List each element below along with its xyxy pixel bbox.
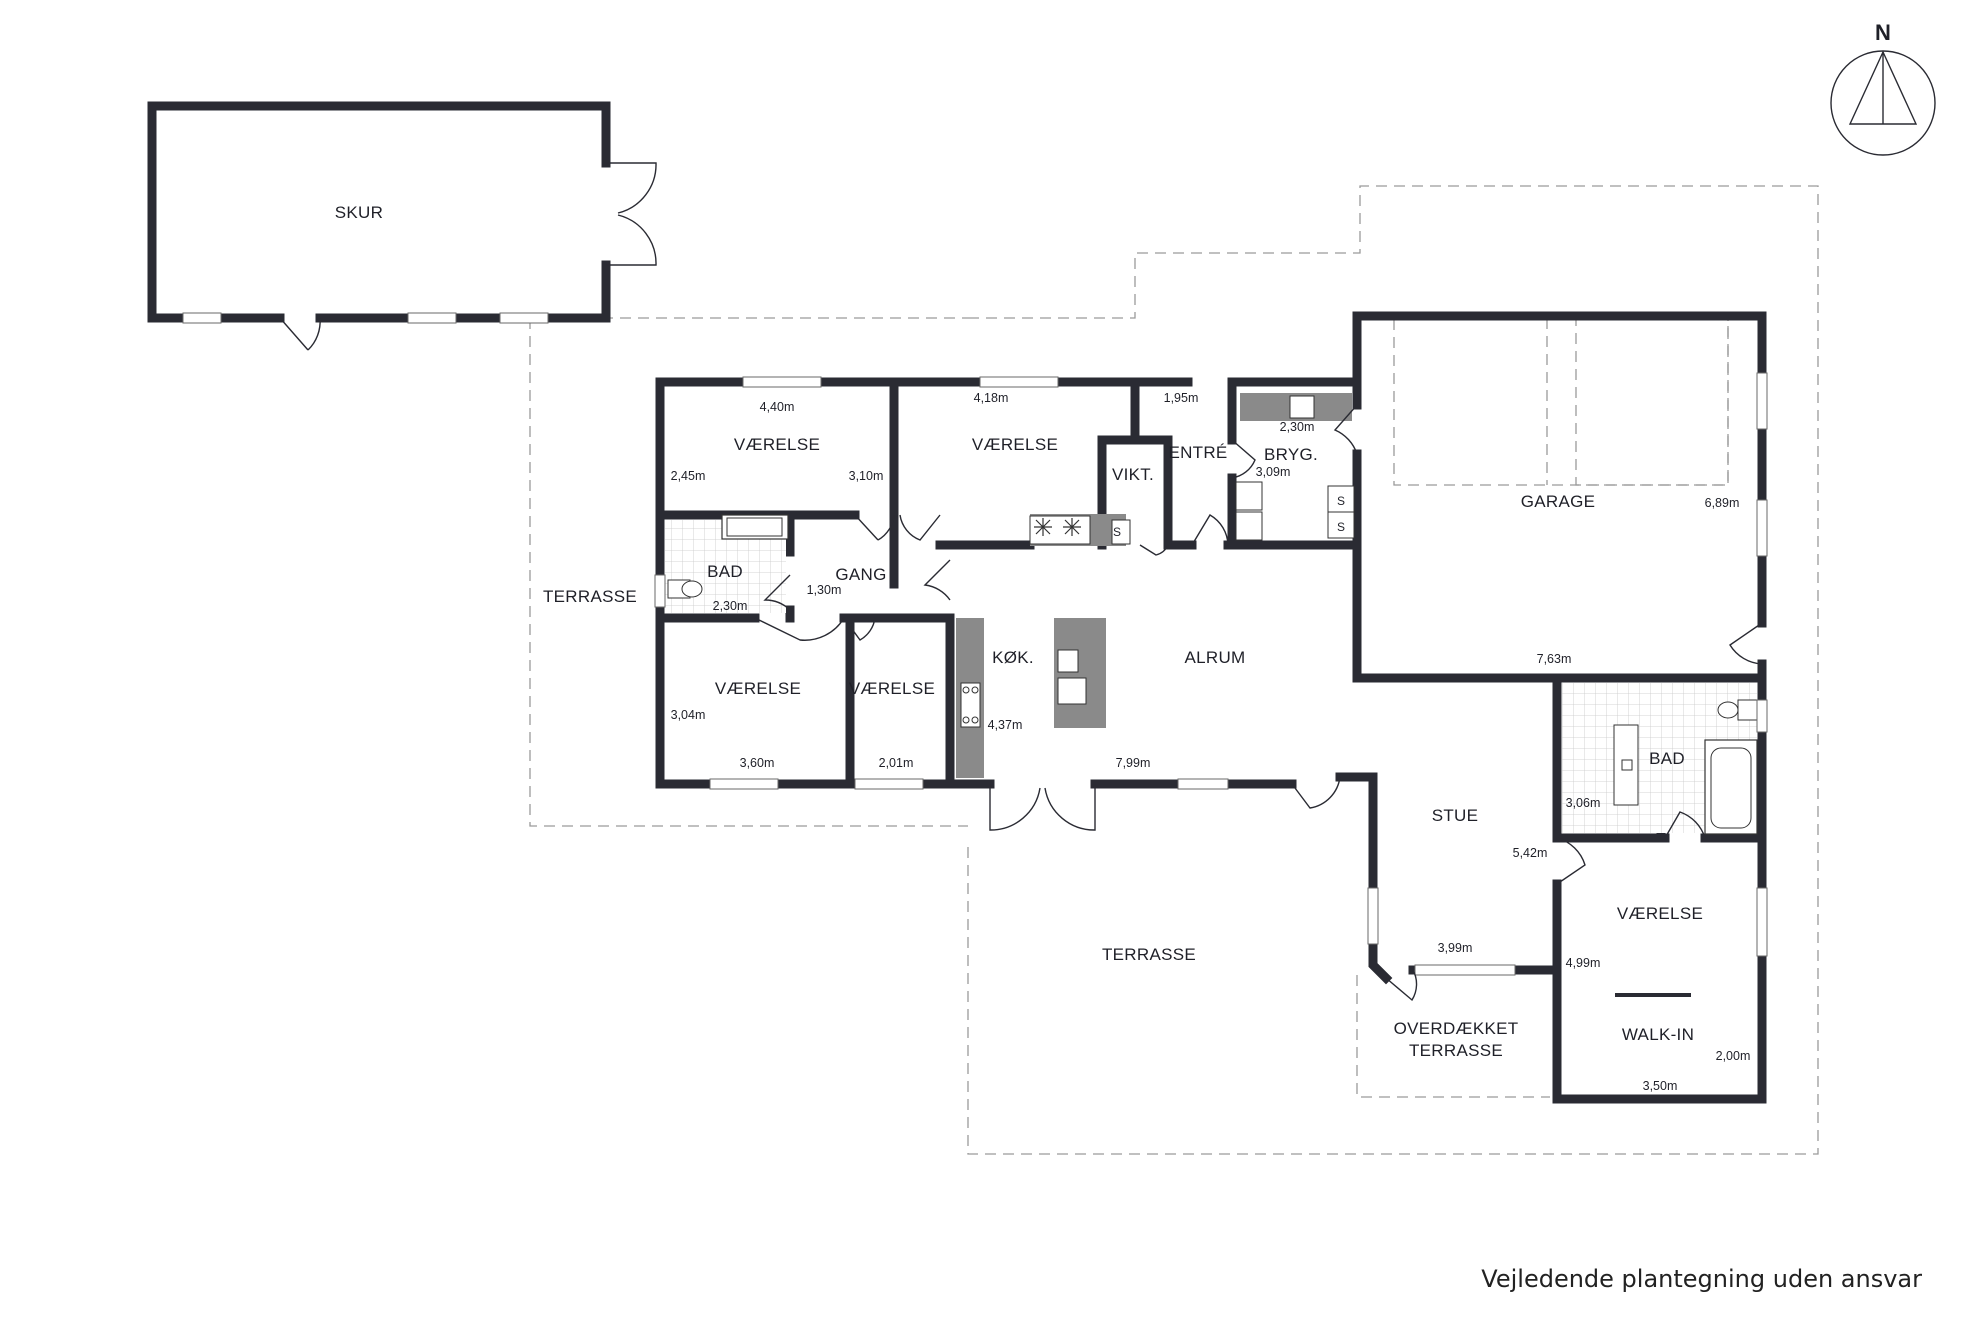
room-label-gang: GANG bbox=[835, 565, 886, 584]
compass-north-label: N bbox=[1875, 20, 1891, 45]
shed-windows bbox=[182, 312, 549, 324]
dimension-label: 3,06m bbox=[1566, 796, 1601, 810]
room-label-terrasse-south: TERRASSE bbox=[1102, 945, 1196, 964]
utility-fixtures bbox=[1235, 481, 1355, 541]
room-label-alrum: ALRUM bbox=[1184, 648, 1245, 667]
room-label-bad-east: BAD bbox=[1649, 749, 1685, 768]
bathroom-west bbox=[665, 514, 789, 613]
fixture-label: S bbox=[1337, 520, 1345, 534]
room-label-stue: STUE bbox=[1432, 806, 1479, 825]
room-labels: SKUR TERRASSE VÆRELSE VÆRELSE VIKT. ENTR… bbox=[335, 203, 1703, 1060]
room-label-bad-west: BAD bbox=[707, 562, 743, 581]
dashed-outlines bbox=[529, 185, 1819, 1155]
room-label-kok: KØK. bbox=[992, 648, 1034, 667]
dimension-label: 3,04m bbox=[671, 708, 706, 722]
shed bbox=[147, 101, 657, 351]
kitchen-fixtures bbox=[960, 395, 1315, 728]
room-label-walkin: WALK-IN bbox=[1622, 1025, 1694, 1044]
dimension-labels: 4,40m 4,18m 1,95m 2,30m 3,09m 2,45m 3,10… bbox=[671, 391, 1751, 1093]
dimension-label: 7,99m bbox=[1116, 756, 1151, 770]
dimension-label: 1,95m bbox=[1164, 391, 1199, 405]
room-label-vaerelse-sw: VÆRELSE bbox=[715, 679, 801, 698]
fixture-labels: S S S bbox=[1113, 494, 1345, 539]
walkin-rod bbox=[1615, 993, 1691, 997]
room-label-bryg: BRYG. bbox=[1264, 445, 1318, 464]
room-label-entre: ENTRÉ bbox=[1168, 443, 1227, 462]
dimension-label: 2,01m bbox=[879, 756, 914, 770]
dimension-label: 4,18m bbox=[974, 391, 1009, 405]
door-swings bbox=[754, 404, 1763, 1002]
room-label-overdaekket-terrasse: TERRASSE bbox=[1409, 1041, 1503, 1060]
dimension-label: 2,45m bbox=[671, 469, 706, 483]
dimension-label: 2,30m bbox=[713, 599, 748, 613]
dimension-label: 3,09m bbox=[1256, 465, 1291, 479]
room-label-vaerelse-east: VÆRELSE bbox=[1617, 904, 1703, 923]
dimension-label: 4,37m bbox=[988, 718, 1023, 732]
compass-icon bbox=[1830, 50, 1936, 156]
snowflake-icons bbox=[1034, 518, 1081, 536]
house-walls bbox=[655, 311, 1767, 1104]
fixture-label: S bbox=[1337, 494, 1345, 508]
dimension-label: 6,89m bbox=[1705, 496, 1740, 510]
room-label-vaerelse-n: VÆRELSE bbox=[972, 435, 1058, 454]
dimension-label: 3,99m bbox=[1438, 941, 1473, 955]
room-label-terrasse-west: TERRASSE bbox=[543, 587, 637, 606]
bathroom-east bbox=[1562, 683, 1761, 835]
dimension-label: 4,99m bbox=[1566, 956, 1601, 970]
room-label-garage: GARAGE bbox=[1521, 492, 1596, 511]
fixture-label: S bbox=[1113, 525, 1121, 539]
room-label-vikt: VIKT. bbox=[1112, 465, 1154, 484]
room-label-vaerelse-nw: VÆRELSE bbox=[734, 435, 820, 454]
room-label-skur: SKUR bbox=[335, 203, 383, 222]
dimension-label: 1,30m bbox=[807, 583, 842, 597]
dimension-label: 7,63m bbox=[1537, 652, 1572, 666]
room-label-vaerelse-s: VÆRELSE bbox=[849, 679, 935, 698]
disclaimer-text: Vejledende plantegning uden ansvar bbox=[1481, 1265, 1922, 1293]
dimension-label: 3,60m bbox=[740, 756, 775, 770]
house-windows bbox=[654, 372, 1768, 976]
dimension-label: 3,50m bbox=[1643, 1079, 1678, 1093]
dimension-label: 2,30m bbox=[1280, 420, 1315, 434]
dimension-label: 3,10m bbox=[849, 469, 884, 483]
dimension-label: 4,40m bbox=[760, 400, 795, 414]
dimension-label: 5,42m bbox=[1513, 846, 1548, 860]
dimension-label: 2,00m bbox=[1716, 1049, 1751, 1063]
room-label-overdaekket: OVERDÆKKET bbox=[1394, 1019, 1519, 1038]
